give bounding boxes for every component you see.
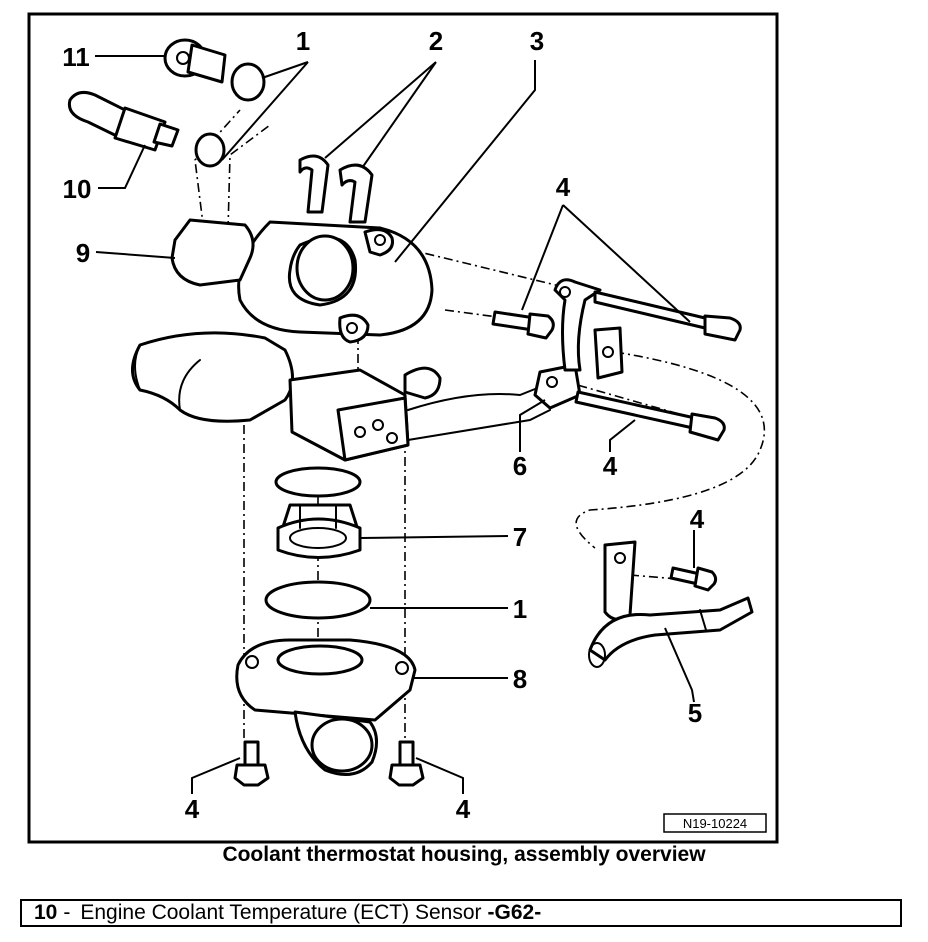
- thermostat-housing-upper: [237, 220, 434, 344]
- callout-4-bottom-right: 4: [456, 794, 471, 824]
- callout-2: 2: [429, 26, 443, 56]
- bolt-bottom-right: [388, 740, 425, 787]
- connector-block: [288, 366, 561, 462]
- callout-labels: 1 2 3 4 4 4 4 4 6 4 7 1 8 5 9 10 11: [62, 26, 705, 824]
- item-description: Engine Coolant Temperature (ECT) Sensor: [80, 901, 482, 924]
- bolt-pipe: [669, 566, 718, 592]
- callout-6: 6: [513, 451, 527, 481]
- o-ring-middle: [194, 132, 226, 168]
- callout-11: 11: [62, 42, 90, 72]
- callout-1-upper: 1: [296, 26, 310, 56]
- diagram-frame: [27, 12, 779, 844]
- coolant-pipe: [588, 540, 754, 668]
- callout-8: 8: [513, 664, 527, 694]
- item-number: 10: [34, 901, 58, 924]
- o-ring-upper: [230, 62, 266, 102]
- coolant-hose: [131, 331, 294, 423]
- coolant-temperature-sensor: [67, 90, 180, 152]
- bolt-long-upper: [593, 290, 742, 342]
- diagram-caption: Coolant thermostat housing, assembly ove…: [222, 843, 706, 866]
- o-ring-lower: [264, 580, 372, 620]
- bracket-plate: [593, 326, 624, 380]
- bracket: [533, 278, 602, 410]
- reference-code: N19-10224: [683, 816, 747, 831]
- gasket: [170, 218, 255, 287]
- callout-4-upper: 4: [556, 172, 571, 202]
- reference-code-box: N19-10224: [663, 813, 767, 833]
- callout-10: 10: [63, 174, 92, 204]
- retaining-clip-right: [338, 163, 374, 224]
- bolt-long-lower: [574, 390, 726, 442]
- callout-5: 5: [688, 698, 702, 728]
- retaining-clip-left: [298, 154, 330, 214]
- part-description-bar: 10 - Engine Coolant Temperature (ECT) Se…: [20, 899, 902, 927]
- item-part-code: -G62-: [487, 901, 542, 924]
- callout-7: 7: [513, 522, 527, 552]
- sealing-plug: [163, 38, 227, 84]
- thermostat: [274, 466, 362, 559]
- callout-4-middle: 4: [603, 451, 618, 481]
- bolt-short: [491, 310, 555, 340]
- callout-9: 9: [76, 238, 90, 268]
- callout-4-bottom-left: 4: [185, 794, 200, 824]
- leader-lines: [95, 55, 695, 794]
- item-separator: -: [63, 901, 71, 924]
- bolt-bottom-left: [233, 740, 270, 787]
- callout-1-lower: 1: [513, 594, 527, 624]
- callout-4-pipe: 4: [690, 504, 705, 534]
- callout-3: 3: [530, 26, 544, 56]
- coolant-flange: [235, 638, 417, 776]
